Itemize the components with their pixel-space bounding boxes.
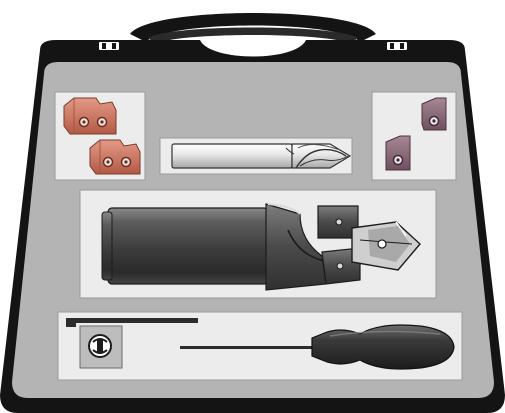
hinge-latch-icon[interactable] bbox=[97, 40, 121, 52]
indexable-insert-icon[interactable] bbox=[421, 97, 447, 131]
pilot-drill-icon[interactable] bbox=[171, 143, 352, 169]
insert-clamp-icon[interactable] bbox=[79, 325, 123, 369]
compartment-purple-inserts[interactable] bbox=[371, 91, 457, 181]
torx-screwdriver-icon[interactable] bbox=[180, 324, 455, 370]
compartment-pilot-drill[interactable] bbox=[159, 137, 353, 175]
hinge-latch-icon[interactable] bbox=[385, 40, 409, 52]
l-wrench-icon[interactable] bbox=[66, 318, 198, 327]
indexable-insert-icon[interactable] bbox=[89, 139, 141, 175]
compartment-copper-inserts[interactable] bbox=[54, 91, 146, 181]
indexable-insert-icon[interactable] bbox=[385, 135, 411, 171]
compartment-drill-body[interactable] bbox=[79, 189, 437, 299]
case-handle-icon[interactable] bbox=[130, 13, 376, 42]
spade-drill-body-icon[interactable] bbox=[101, 203, 421, 291]
compartment-accessories[interactable] bbox=[57, 311, 463, 381]
indexable-insert-icon[interactable] bbox=[63, 97, 117, 135]
